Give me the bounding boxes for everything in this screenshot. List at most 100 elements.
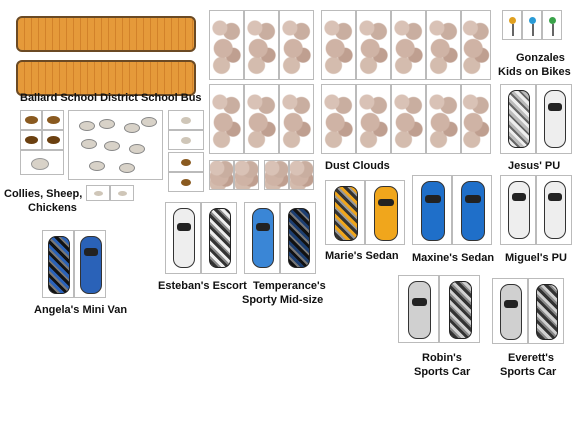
chicken-icon [118,191,127,196]
bike-token[interactable] [502,10,522,40]
windshield [548,193,562,202]
dust-cloud-small-token[interactable] [289,160,314,190]
pickup-icon [508,181,530,239]
dust-cloud-small-token[interactable] [209,160,234,190]
temperance-car-token[interactable] [244,202,280,274]
dust-cloud-small-token[interactable] [264,160,289,190]
marie-sedan-wrecked-token[interactable] [325,180,365,245]
flock-tile[interactable] [68,110,163,180]
wrecked-car-icon [209,208,231,268]
wrecked-sports-car-icon [536,284,558,340]
marie-sedan-sheet [325,180,405,245]
marie-sedan-token[interactable] [365,180,405,245]
dust-cloud-token[interactable] [391,10,426,80]
dust-cloud-token[interactable] [461,84,491,154]
everett-label-line2: Sports Car [500,366,557,378]
chicken-token[interactable] [168,172,204,192]
miguel-pu-token-alt[interactable] [536,175,572,245]
dog-icon [47,116,60,124]
dog-icon [25,136,38,144]
chicken-token[interactable] [86,185,110,201]
angela-van-wrecked-token[interactable] [42,230,74,298]
esteban-label: Esteban's Escort [158,280,247,292]
animals-sheet [20,110,210,205]
dust-cloud-token[interactable] [461,10,491,80]
windshield [425,194,441,203]
sheep-icon [99,119,115,129]
windshield [84,248,98,257]
dog-icon [25,116,38,124]
sheep-icon [104,141,120,151]
esteban-escort-sheet [165,202,237,274]
temperance-car-sheet [244,202,316,274]
sheep-icon [89,161,105,171]
jesus-label: Jesus' PU [508,160,561,172]
robin-label-line2: Sports Car [414,366,471,378]
dust-cloud-token[interactable] [209,84,244,154]
sheep-icon [79,121,95,131]
robin-car-token[interactable] [398,275,439,343]
chicken-token[interactable] [168,130,204,150]
sports-car-icon [408,281,431,339]
bikes-sheet [502,10,562,40]
wrecked-van-icon [48,236,70,294]
bikes-label-line2: Kids on Bikes [498,66,571,78]
jesus-pu-wrecked-token[interactable] [500,84,536,154]
sheep-token[interactable] [20,150,64,175]
wrecked-sports-car-icon [449,281,472,339]
windshield [412,297,427,306]
minivan-icon [80,236,102,294]
dust-cloud-token[interactable] [321,84,356,154]
windshield [177,222,191,232]
marie-label: Marie's Sedan [325,250,399,262]
sedan-icon [461,181,485,241]
dust-label: Dust Clouds [325,160,390,172]
jesus-pu-token[interactable] [536,84,572,154]
sedan-icon [374,186,398,241]
bike-token[interactable] [542,10,562,40]
sheep-icon [141,117,157,127]
sheep-icon [129,144,145,154]
robin-car-wrecked-token[interactable] [439,275,480,343]
chicken-token[interactable] [168,110,204,130]
sports-car-icon [500,284,522,340]
temperance-car-wrecked-token[interactable] [280,202,316,274]
dust-cloud-token[interactable] [244,84,279,154]
wrecked-pickup-icon [508,90,530,148]
miguel-pu-sheet [500,175,572,245]
collie-token[interactable] [20,130,42,150]
dust-cloud-token[interactable] [244,10,279,80]
pickup-icon [544,181,566,239]
dust-cloud-token[interactable] [321,10,356,80]
dust-cloud-token[interactable] [426,84,461,154]
robin-car-sheet [398,275,480,343]
dust-cloud-small-token[interactable] [234,160,259,190]
maxine-sedan-token-alt[interactable] [452,175,492,245]
chicken-token[interactable] [168,152,204,172]
everett-car-token[interactable] [492,278,528,344]
collie-token[interactable] [20,110,42,130]
collie-token[interactable] [42,130,64,150]
school-bus-token-wrecked[interactable] [16,60,196,96]
miguel-pu-token[interactable] [500,175,536,245]
dust-cloud-token[interactable] [426,10,461,80]
dust-cloud-token[interactable] [356,84,391,154]
angela-van-token[interactable] [74,230,106,298]
dust-cloud-token[interactable] [279,10,314,80]
esteban-escort-token[interactable] [165,202,201,274]
dust-cloud-token[interactable] [356,10,391,80]
collie-token[interactable] [42,110,64,130]
compact-car-icon [173,208,195,268]
school-bus-token[interactable] [16,16,196,52]
maxine-sedan-token[interactable] [412,175,452,245]
sporty-car-icon [252,208,274,268]
bike-token[interactable] [522,10,542,40]
everett-car-wrecked-token[interactable] [528,278,564,344]
dust-cloud-token[interactable] [209,10,244,80]
dust-cloud-token[interactable] [391,84,426,154]
dust-cloud-token[interactable] [279,84,314,154]
chicken-token[interactable] [110,185,134,201]
chicken-icon [94,191,103,196]
esteban-escort-wrecked-token[interactable] [201,202,237,274]
chicken-icon [181,179,191,186]
